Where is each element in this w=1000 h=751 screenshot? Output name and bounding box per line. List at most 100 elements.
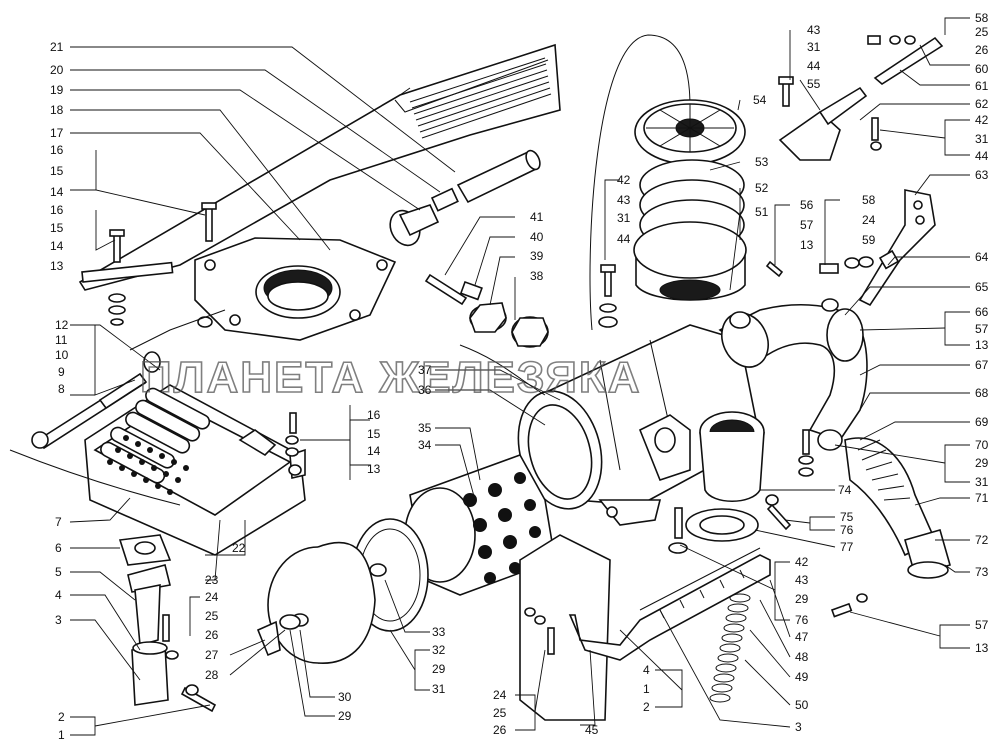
callout-label: 2 — [643, 700, 650, 714]
callout-label: 43 — [617, 193, 631, 207]
callout-label: 63 — [975, 168, 989, 182]
callout-label: 45 — [585, 723, 599, 737]
bolts-left — [108, 202, 217, 328]
callout-label: 40 — [530, 230, 544, 244]
callout-label: 47 — [795, 630, 809, 644]
callout-label: 30 — [338, 690, 352, 704]
callout-label: 15 — [50, 221, 64, 235]
lower-rod-spring — [519, 534, 868, 721]
callout-label: 62 — [975, 97, 989, 111]
callout-label: 67 — [975, 358, 989, 372]
callout-label: 64 — [975, 250, 989, 264]
callout-label: 31 — [975, 475, 989, 489]
callout-label: 76 — [795, 613, 809, 627]
outlet-elbow — [668, 411, 792, 554]
callout-label: 25 — [493, 706, 507, 720]
callout-label: 10 — [55, 348, 69, 362]
handle-rod — [31, 351, 161, 450]
callout-label: 21 — [50, 40, 64, 54]
callout-label: 3 — [795, 720, 802, 734]
callout-label: 34 — [418, 438, 432, 452]
sleeve-parts — [389, 149, 541, 247]
callout-label: 9 — [58, 365, 65, 379]
callout-label: 13 — [367, 462, 381, 476]
callout-label: 74 — [838, 483, 852, 497]
callout-label: 69 — [975, 415, 989, 429]
callout-label: 57 — [800, 218, 814, 232]
bracket-top-right — [778, 35, 944, 161]
callout-label: 57 — [975, 322, 989, 336]
callout-label: 16 — [50, 143, 64, 157]
callout-label: 71 — [975, 491, 989, 505]
callout-label: 20 — [50, 63, 64, 77]
callout-label: 52 — [755, 181, 769, 195]
callout-label: 3 — [55, 613, 62, 627]
callout-label: 31 — [432, 682, 446, 696]
callout-label: 6 — [55, 541, 62, 555]
callout-label: 25 — [205, 609, 219, 623]
callout-label: 22 — [232, 541, 246, 555]
callout-label: 58 — [862, 193, 876, 207]
callout-label: 66 — [975, 305, 989, 319]
callout-label: 58 — [975, 11, 989, 25]
bolts-middle-right — [765, 256, 874, 278]
callout-label: 12 — [55, 318, 69, 332]
flange-plate — [194, 237, 397, 341]
callout-label: 16 — [50, 203, 64, 217]
callout-label: 15 — [367, 427, 381, 441]
callout-label: 60 — [975, 62, 989, 76]
filter-cassette — [84, 384, 306, 556]
callout-label: 53 — [755, 155, 769, 169]
callout-label: 50 — [795, 698, 809, 712]
callout-label: 55 — [807, 77, 821, 91]
callout-label: 43 — [807, 23, 821, 37]
callout-label: 42 — [975, 113, 989, 127]
callout-label: 31 — [807, 40, 821, 54]
callout-label: 73 — [975, 565, 989, 579]
misc-small-parts — [285, 298, 839, 457]
callout-label: 1 — [58, 728, 65, 742]
callout-label: 56 — [800, 198, 814, 212]
callout-label: 54 — [753, 93, 767, 107]
callout-label: 7 — [55, 515, 62, 529]
callout-label: 48 — [795, 650, 809, 664]
callout-label: 43 — [795, 573, 809, 587]
callout-label: 26 — [975, 43, 989, 57]
callout-label: 57 — [975, 618, 989, 632]
pins-rollers — [424, 273, 549, 348]
callout-label: 77 — [840, 540, 854, 554]
callout-label: 14 — [50, 185, 64, 199]
callout-label: 65 — [975, 280, 989, 294]
callout-label: 25 — [975, 25, 989, 39]
callout-label: 75 — [840, 510, 854, 524]
bracket-right — [858, 189, 936, 307]
callout-label: 13 — [975, 338, 989, 352]
callout-label: 11 — [55, 333, 68, 347]
drawing — [9, 17, 970, 736]
callout-label: 14 — [367, 444, 381, 458]
watermark-text: ПЛАНЕТА ЖЕЛЕЗЯКА — [140, 353, 642, 402]
callout-label: 49 — [795, 670, 809, 684]
leader-lines — [69, 17, 970, 736]
callout-label: 5 — [55, 565, 62, 579]
callout-label: 4 — [643, 663, 650, 677]
callout-label: 37 — [418, 363, 432, 377]
callout-labels: 21 20 19 18 17 16 15 14 16 15 14 13 12 1… — [50, 11, 989, 742]
callout-label: 44 — [807, 59, 821, 73]
callout-label: 24 — [862, 213, 876, 227]
callout-label: 33 — [432, 625, 446, 639]
callout-label: 18 — [50, 103, 64, 117]
callout-label: 23 — [205, 573, 219, 587]
callout-label: 31 — [975, 132, 989, 146]
bolt-center-top — [598, 264, 618, 328]
callout-label: 4 — [55, 588, 62, 602]
callout-label: 29 — [338, 709, 352, 723]
callout-label: 39 — [530, 249, 544, 263]
filter-cap-stack — [589, 34, 747, 331]
callout-label: 41 — [530, 210, 544, 224]
callout-label: 68 — [975, 386, 989, 400]
callout-label: 29 — [975, 456, 989, 470]
callout-label: 42 — [617, 173, 631, 187]
callout-label: 1 — [643, 682, 650, 696]
